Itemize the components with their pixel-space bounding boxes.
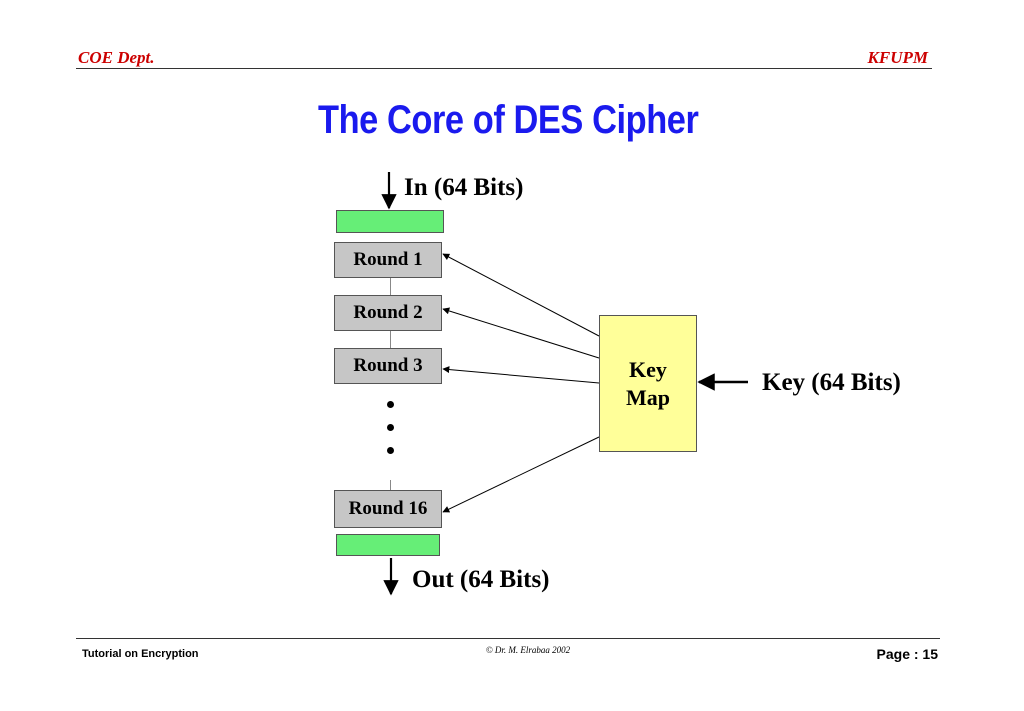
key-label: Key (64 Bits) [762, 369, 901, 396]
ellipsis-dot [387, 447, 394, 454]
round-connector [390, 278, 391, 295]
footer-left: Tutorial on Encryption [82, 648, 199, 660]
round-2-box: Round 2 [334, 295, 442, 331]
round-connector [390, 480, 391, 490]
header-divider [76, 68, 932, 69]
output-register [336, 534, 440, 556]
round-16-box: Round 16 [334, 490, 442, 528]
round-2-label: Round 2 [353, 302, 423, 323]
output-label: Out (64 Bits) [412, 566, 550, 593]
footer-divider [76, 638, 940, 639]
header-right: KFUPM [867, 48, 928, 67]
round-1-box: Round 1 [334, 242, 442, 278]
round-3-box: Round 3 [334, 348, 442, 384]
input-label: In (64 Bits) [404, 174, 524, 201]
key-to-round-2-arrow [442, 307, 600, 359]
key-map-box: Key Map [599, 315, 697, 452]
key-to-round-3-arrow [442, 366, 600, 384]
footer-center: © Dr. M. Elrabaa 2002 [485, 645, 571, 655]
round-16-label: Round 16 [348, 498, 428, 519]
key-map-line-1: Key [629, 356, 667, 382]
header-left: COE Dept. [78, 48, 155, 67]
slide-title: The Core of DES Cipher [317, 98, 699, 142]
round-1-label: Round 1 [353, 249, 423, 270]
round-3-label: Round 3 [353, 355, 423, 376]
key-to-round-1-arrow [442, 253, 600, 337]
round-connector [390, 331, 391, 348]
ellipsis-dot [387, 424, 394, 431]
input-register [336, 210, 444, 233]
key-to-round-16-arrow [442, 436, 600, 513]
page-number: Page : 15 [876, 646, 938, 662]
ellipsis-dot [387, 401, 394, 408]
key-map-line-2: Map [626, 384, 670, 410]
